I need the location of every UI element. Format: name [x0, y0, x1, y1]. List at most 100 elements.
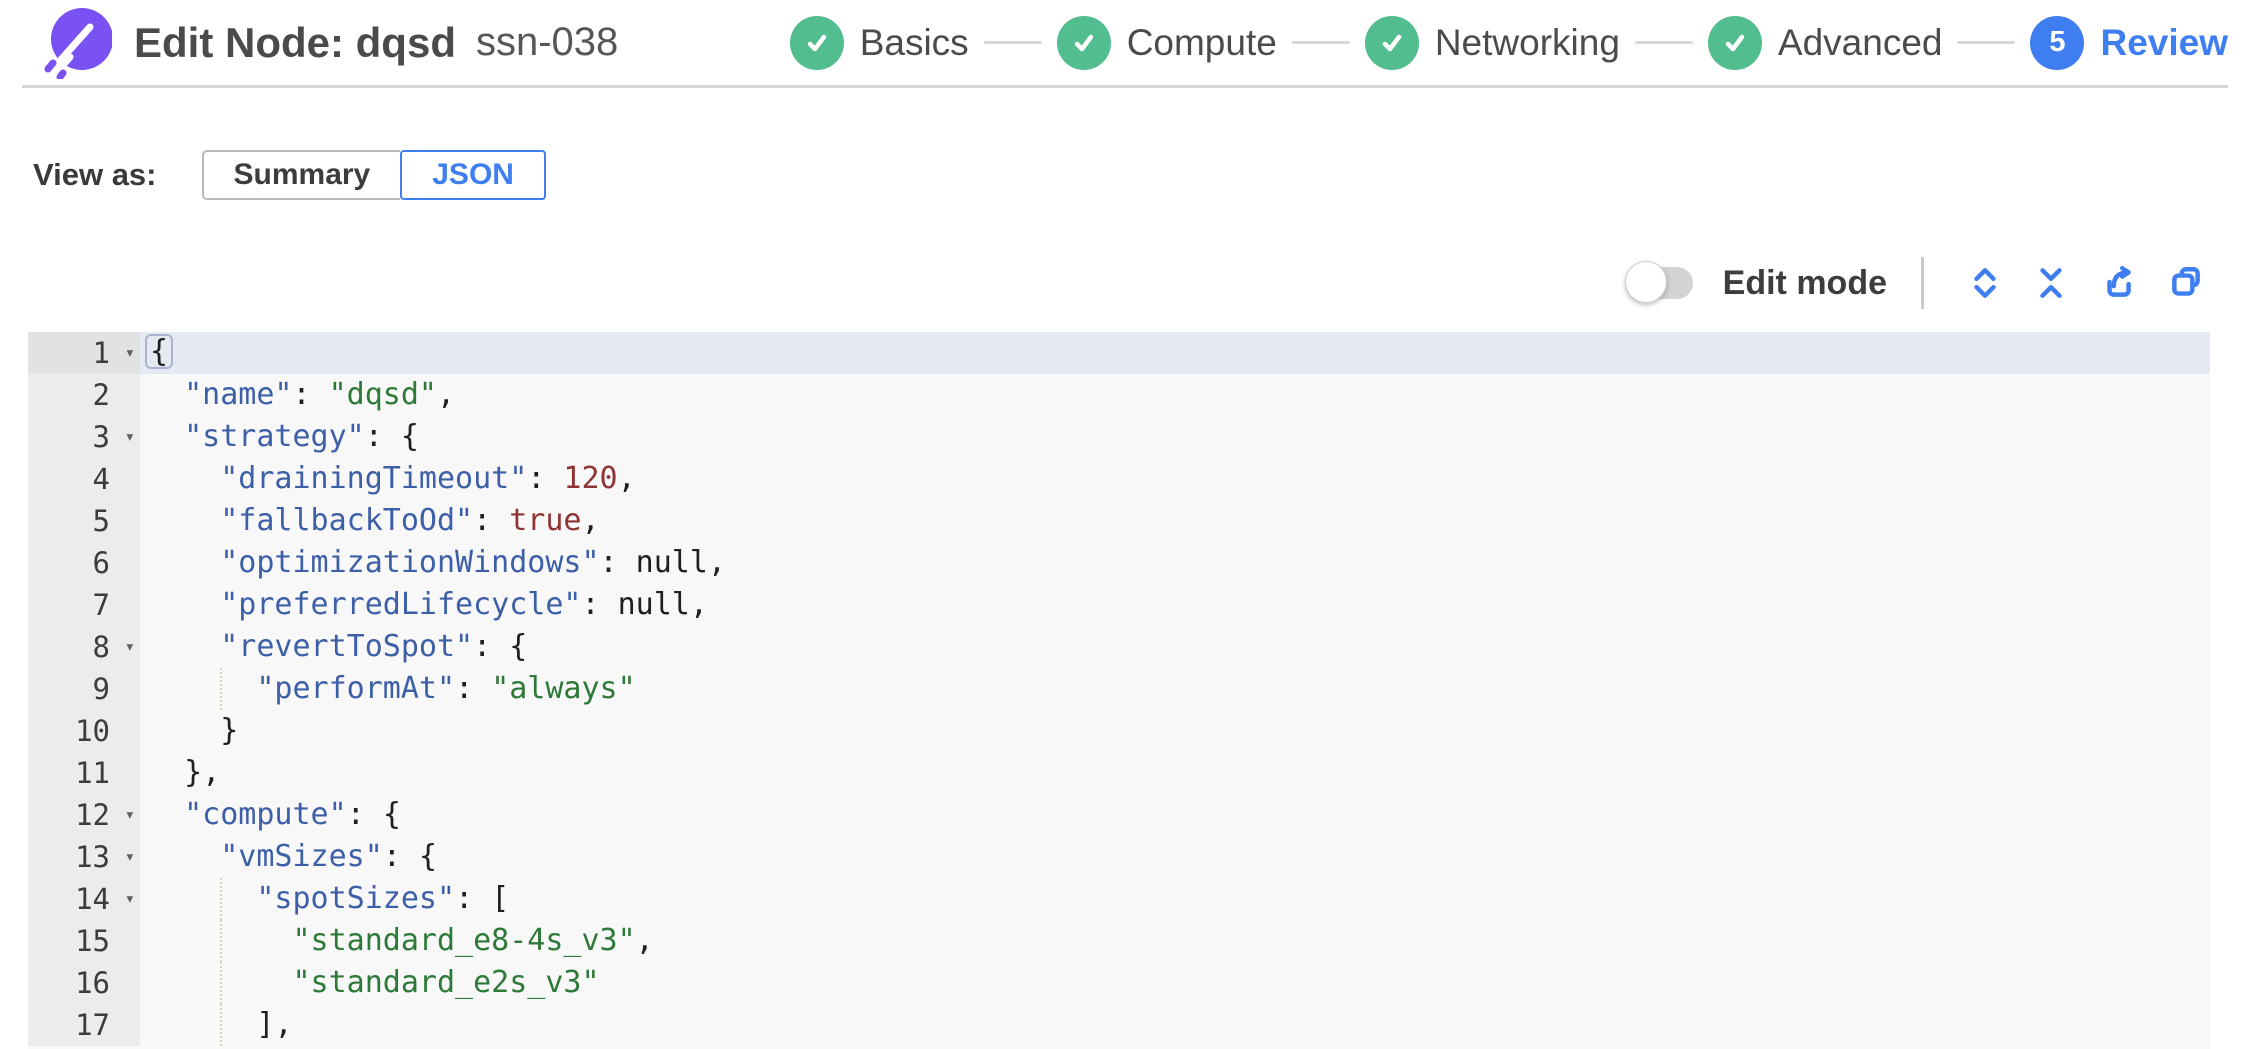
editor-line[interactable]: 15 "standard_e8-4s_v3", [28, 920, 2210, 962]
gutter-line-number[interactable]: 6 [28, 542, 140, 584]
gutter-line-number[interactable]: 5 [28, 500, 140, 542]
editor-line[interactable]: 14▾ "spotSizes": [ [28, 878, 2210, 920]
editor-line[interactable]: 12▾ "compute": { [28, 794, 2210, 836]
gutter-line-number[interactable]: 4 [28, 458, 140, 500]
code-line-content: "standard_e8-4s_v3", [140, 920, 2210, 962]
editor-line[interactable]: 5 "fallbackToOd": true, [28, 500, 2210, 542]
editor-line[interactable]: 1▾{ [28, 332, 2210, 374]
gutter-line-number[interactable]: 8▾ [28, 626, 140, 668]
indent-guide [220, 962, 223, 1004]
toolbar-divider [1921, 257, 1924, 309]
editor-line[interactable]: 9 "performAt": "always" [28, 668, 2210, 710]
code-line-content: "fallbackToOd": true, [220, 503, 600, 538]
indent-guide [220, 668, 223, 710]
fold-arrow-icon[interactable]: ▾ [124, 889, 135, 909]
collapse-icon [2040, 268, 2062, 298]
gutter-line-number[interactable]: 17 [28, 1004, 140, 1046]
spot-logo-icon [44, 7, 112, 79]
fold-arrow-icon[interactable]: ▾ [124, 343, 135, 363]
step-label: Networking [1434, 21, 1620, 63]
summary-button[interactable]: Summary [201, 150, 401, 200]
code-line-content: "optimizationWindows": null, [220, 545, 726, 580]
gutter-line-number[interactable]: 12▾ [28, 794, 140, 836]
step-number-circle: 5 [2030, 15, 2085, 70]
copy-icon [2172, 267, 2200, 296]
step-check-circle [1056, 15, 1111, 70]
gutter-line-number[interactable]: 1▾ [28, 332, 140, 374]
edit-mode-toggle[interactable] [1624, 261, 1693, 303]
node-id: ssn-038 [475, 20, 619, 64]
collapse-all-button[interactable] [2033, 265, 2069, 301]
gutter-line-number[interactable]: 9 [28, 668, 140, 710]
editor-line[interactable]: 6 "optimizationWindows": null, [28, 542, 2210, 584]
editor-line[interactable]: 7 "preferredLifecycle": null, [28, 584, 2210, 626]
toggle-knob [1624, 261, 1667, 303]
code-line-content: "performAt": "always" [140, 668, 2210, 710]
code-line-content: "spotSizes": [ [140, 878, 2210, 920]
cursor-bracket-box: { [145, 334, 174, 369]
editor-line[interactable]: 10 } [28, 710, 2210, 752]
editor-line[interactable]: 3▾ "strategy": { [28, 416, 2210, 458]
code-line-content: ], [140, 1004, 2210, 1046]
step-label: Compute [1126, 21, 1277, 63]
json-editor[interactable]: 1▾{2 "name": "dqsd",3▾ "strategy": {4 "d… [28, 332, 2210, 1049]
code-line-content: }, [184, 755, 221, 790]
fold-arrow-icon[interactable]: ▾ [124, 847, 135, 867]
gutter-line-number[interactable]: 14▾ [28, 878, 140, 920]
step-label: Advanced [1777, 21, 1943, 63]
step-connector [983, 41, 1042, 44]
code-line-content: "name": "dqsd", [184, 377, 456, 412]
fold-arrow-icon[interactable]: ▾ [124, 805, 135, 825]
editor-toolbar: Edit mode [28, 252, 2220, 314]
indent-guide [220, 878, 223, 920]
view-as-row: View as: Summary JSON [33, 150, 2250, 200]
header: Edit Node: dqsd ssn-038 Basics Compute Net… [22, 0, 2228, 88]
gutter-line-number[interactable]: 10 [28, 710, 140, 752]
code-line-content: } [220, 713, 239, 748]
view-as-label: View as: [33, 157, 157, 192]
stepper: Basics Compute Networking Advanced 5 Review [789, 15, 2228, 70]
step-compute[interactable]: Compute [1056, 15, 1277, 70]
editor-line[interactable]: 17 ], [28, 1004, 2210, 1046]
gutter-line-number[interactable]: 11 [28, 752, 140, 794]
gutter-line-number[interactable]: 3▾ [28, 416, 140, 458]
step-connector [1291, 41, 1350, 44]
edit-mode-label: Edit mode [1722, 263, 1887, 302]
gutter-line-number[interactable]: 16 [28, 962, 140, 1004]
editor-line[interactable]: 16 "standard_e2s_v3" [28, 962, 2210, 1004]
expand-all-button[interactable] [1967, 265, 2003, 301]
fold-arrow-icon[interactable]: ▾ [124, 637, 135, 657]
editor-line[interactable]: 11 }, [28, 752, 2210, 794]
editor-line[interactable]: 13▾ "vmSizes": { [28, 836, 2210, 878]
step-check-circle [789, 15, 844, 70]
indent-guide [220, 920, 223, 962]
editor-line[interactable]: 8▾ "revertToSpot": { [28, 626, 2210, 668]
gutter-line-number[interactable]: 15 [28, 920, 140, 962]
step-check-circle [1707, 15, 1762, 70]
check-icon [807, 34, 826, 51]
step-connector [1957, 41, 2016, 44]
code-line-content: "drainingTimeout": 120, [220, 461, 636, 496]
step-label: Review [2100, 21, 2228, 63]
step-connector [1634, 41, 1693, 44]
gutter-line-number[interactable]: 2 [28, 374, 140, 416]
export-button[interactable] [2099, 265, 2137, 301]
copy-button[interactable] [2167, 265, 2205, 301]
step-networking[interactable]: Networking [1364, 15, 1620, 70]
editor-line[interactable]: 2 "name": "dqsd", [28, 374, 2210, 416]
json-button[interactable]: JSON [400, 150, 546, 200]
indent-guide [220, 1004, 223, 1046]
step-basics[interactable]: Basics [789, 15, 969, 70]
editor-line[interactable]: 4 "drainingTimeout": 120, [28, 458, 2210, 500]
code-line-content: "strategy": { [184, 419, 419, 454]
gutter-line-number[interactable]: 7 [28, 584, 140, 626]
page-title: Edit Node: dqsd [134, 18, 456, 66]
check-icon [1382, 34, 1402, 51]
fold-arrow-icon[interactable]: ▾ [124, 427, 135, 447]
step-advanced[interactable]: Advanced [1707, 15, 1943, 70]
code-line-content: "revertToSpot": { [220, 629, 528, 664]
gutter-line-number[interactable]: 13▾ [28, 836, 140, 878]
code-line-content: { [140, 332, 2210, 374]
step-review[interactable]: 5 Review [2030, 15, 2228, 70]
step-check-circle [1364, 15, 1419, 70]
